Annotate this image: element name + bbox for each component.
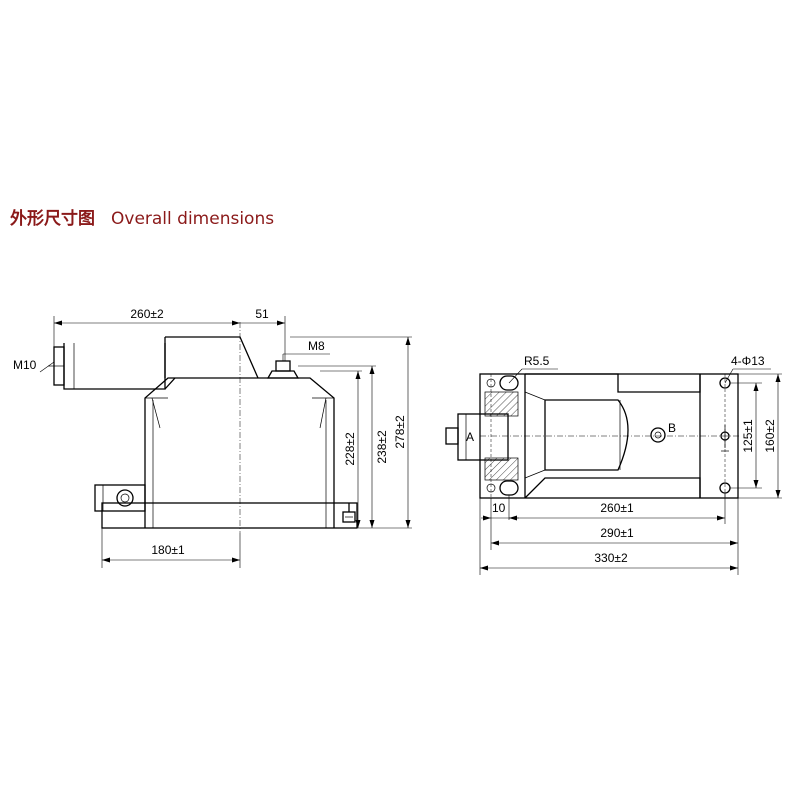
label-m10: M10: [13, 358, 37, 372]
dim-51: 51: [255, 307, 269, 321]
label-terminal-b: B: [668, 421, 676, 435]
dim-228: 228±2: [343, 432, 357, 466]
dim-238: 238±2: [375, 430, 389, 464]
front-main-body: [144, 377, 335, 528]
top-bushing: [544, 399, 629, 471]
front-m10-stud: [53, 346, 65, 386]
label-m8: M8: [308, 339, 325, 353]
dim-278: 278±2: [393, 415, 407, 449]
front-base-plate: [101, 502, 358, 529]
label-terminal-a: A: [466, 430, 474, 444]
top-hatch-upper: [485, 392, 518, 416]
top-terminal-b: [650, 427, 666, 443]
dim-10: 10: [492, 501, 506, 515]
label-r5-5: R5.5: [524, 354, 550, 368]
label-4-phi13: 4-Φ13: [731, 354, 765, 368]
dim-260-top: 260±1: [600, 501, 634, 515]
dim-290: 290±1: [600, 526, 634, 540]
front-view: [48, 322, 358, 533]
front-terminal-nut: [116, 489, 134, 507]
top-view: A B: [445, 373, 740, 499]
drawing-title: 外形尺寸图 Overall dimensions: [10, 204, 274, 229]
title-chinese: 外形尺寸图: [10, 209, 95, 229]
dim-260-front: 260±2: [130, 307, 164, 321]
dim-125: 125±1: [741, 419, 755, 453]
front-bushing: [63, 343, 166, 390]
dim-180: 180±1: [151, 543, 185, 557]
title-english: Overall dimensions: [111, 209, 275, 229]
dim-160: 160±2: [763, 419, 777, 453]
front-m8-bolt: [275, 360, 291, 372]
dim-330: 330±2: [594, 551, 628, 565]
front-terminal-box: [94, 484, 146, 512]
front-dimensions: 260±2 51 M10 M8 228±2 238±2 278±2: [13, 307, 412, 568]
top-slot-upper: [499, 375, 519, 391]
top-slot-lower: [499, 480, 519, 496]
top-hatch-lower: [485, 458, 518, 480]
top-dimensions: R5.5 4-Φ13 10 260±1 290±1 330±2: [479, 354, 782, 575]
